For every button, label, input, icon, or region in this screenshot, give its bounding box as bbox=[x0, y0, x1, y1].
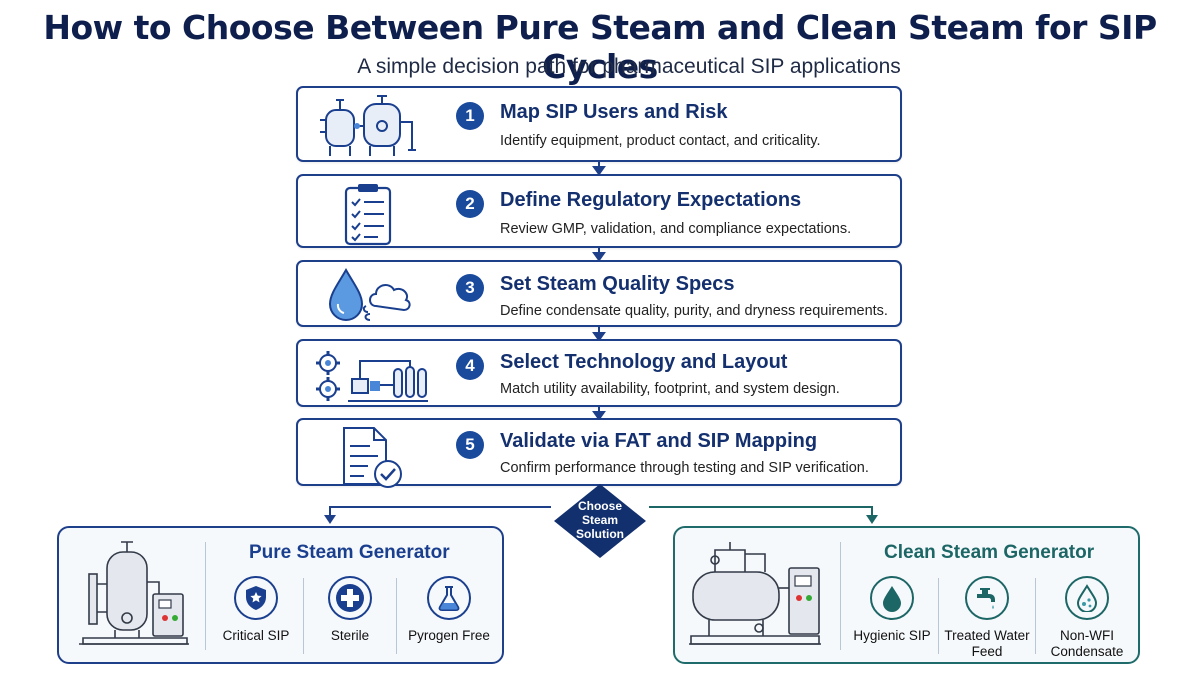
step-description: Match utility availability, footprint, a… bbox=[500, 381, 840, 397]
page-title: How to Choose Between Pure Steam and Cle… bbox=[43, 8, 1157, 86]
medical-cross-icon bbox=[328, 576, 372, 620]
step-number: 1 bbox=[456, 102, 484, 130]
step-number: 3 bbox=[456, 274, 484, 302]
droplet-icon bbox=[870, 576, 914, 620]
arrow-down-icon bbox=[592, 406, 606, 420]
step-card-3: 3 Set Steam Quality Specs Define condens… bbox=[296, 260, 902, 327]
divider bbox=[840, 542, 841, 650]
clean-steam-card: Clean Steam Generator Hygienic SIP Treat… bbox=[673, 526, 1140, 664]
arrow-down-icon bbox=[592, 327, 606, 341]
droplet-steam-icon bbox=[328, 267, 411, 321]
step-card-2: 2 Define Regulatory Expectations Review … bbox=[296, 174, 902, 248]
step-description: Define condensate quality, purity, and d… bbox=[500, 303, 888, 319]
divider bbox=[303, 578, 304, 654]
divider bbox=[396, 578, 397, 654]
arrow-down-icon bbox=[592, 247, 606, 261]
step-description: Identify equipment, product contact, and… bbox=[500, 133, 821, 149]
pure-steam-generator-icon bbox=[79, 541, 189, 645]
document-check-icon bbox=[343, 427, 402, 488]
divider bbox=[938, 578, 939, 654]
step-card-5: 5 Validate via FAT and SIP Mapping Confi… bbox=[296, 418, 902, 488]
pure-steam-card: Pure Steam Generator Critical SIP Steril… bbox=[57, 526, 504, 664]
step-title: Set Steam Quality Specs bbox=[500, 273, 735, 295]
step-description: Review GMP, validation, and compliance e… bbox=[500, 221, 852, 237]
flask-icon bbox=[427, 576, 471, 620]
step-number: 4 bbox=[456, 352, 484, 380]
decision-label: Choose Steam Solution bbox=[576, 499, 624, 541]
droplet-bubbles-icon bbox=[1065, 576, 1109, 620]
clean-steam-generator-icon bbox=[689, 542, 821, 645]
step-number: 5 bbox=[456, 431, 484, 459]
feature-pyrogen-free: Pyrogen Free bbox=[399, 576, 499, 644]
divider bbox=[1035, 578, 1036, 654]
gears-skid-icon bbox=[316, 351, 428, 402]
clipboard-checklist-icon bbox=[344, 184, 392, 246]
card-title: Pure Steam Generator bbox=[249, 542, 450, 563]
feature-critical-sip: Critical SIP bbox=[211, 576, 301, 644]
step-description: Confirm performance through testing and … bbox=[500, 460, 869, 476]
feature-hygienic-sip: Hygienic SIP bbox=[847, 576, 937, 644]
arrow-down-icon bbox=[592, 161, 606, 175]
vessels-icon bbox=[320, 95, 416, 156]
feature-sterile: Sterile bbox=[305, 576, 395, 644]
step-title: Select Technology and Layout bbox=[500, 351, 788, 373]
divider bbox=[205, 542, 206, 650]
card-title: Clean Steam Generator bbox=[884, 542, 1095, 563]
shield-star-icon bbox=[234, 576, 278, 620]
page-subtitle: A simple decision path for pharmaceutica… bbox=[357, 55, 901, 78]
step-title: Validate via FAT and SIP Mapping bbox=[500, 430, 818, 452]
step-title: Define Regulatory Expectations bbox=[500, 189, 802, 211]
step-number: 2 bbox=[456, 190, 484, 218]
step-title: Map SIP Users and Risk bbox=[500, 101, 728, 123]
step-card-1: 1 Map SIP Users and Risk Identify equipm… bbox=[296, 86, 902, 162]
decision-diamond: Choose Steam Solution bbox=[551, 481, 649, 579]
step-card-4: 4 Select Technology and Layout Match uti… bbox=[296, 339, 902, 407]
diamond-shape bbox=[554, 484, 646, 558]
faucet-icon bbox=[965, 576, 1009, 620]
